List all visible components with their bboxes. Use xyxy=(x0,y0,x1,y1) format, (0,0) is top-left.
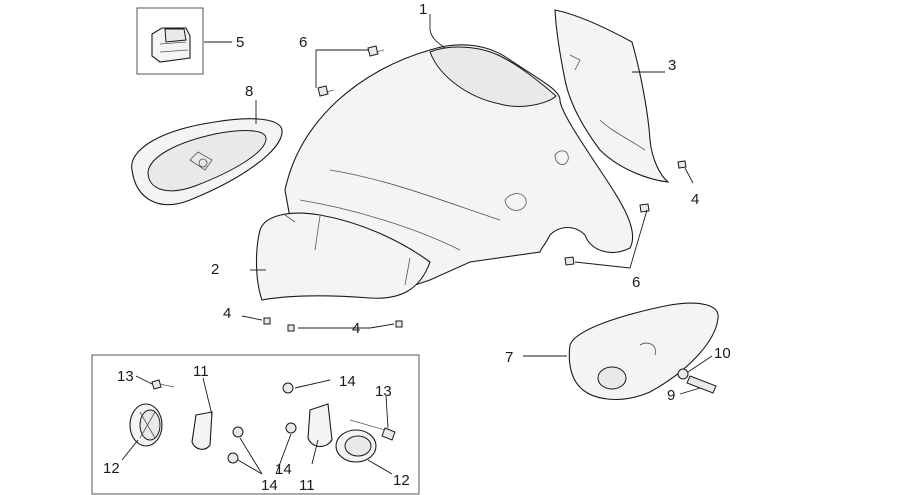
callout-4-right: 4 xyxy=(691,191,699,208)
callout-12-right: 12 xyxy=(393,472,410,489)
horn-assembly-box xyxy=(91,354,420,495)
callout-4-left: 4 xyxy=(223,305,231,322)
callout-2: 2 xyxy=(211,261,219,278)
callout-10: 10 xyxy=(714,345,731,362)
part-2-lower-cover xyxy=(255,212,431,301)
part-8-housing xyxy=(131,118,283,206)
callout-3: 3 xyxy=(668,57,676,74)
callout-9: 9 xyxy=(667,387,675,404)
callout-11-left: 11 xyxy=(193,363,209,380)
callout-14-top: 14 xyxy=(339,373,356,390)
callout-6-top: 6 xyxy=(299,34,307,51)
callout-1: 1 xyxy=(419,1,427,18)
callout-11-right: 11 xyxy=(299,477,315,494)
callout-7: 7 xyxy=(505,349,513,366)
callout-13-left: 13 xyxy=(117,368,134,385)
callout-13-right: 13 xyxy=(375,383,392,400)
screws xyxy=(263,45,717,394)
part-5-clip xyxy=(136,7,204,75)
part-3-side-panel xyxy=(554,9,670,183)
callout-8: 8 xyxy=(245,83,253,100)
callout-14-bottom-left: 14 xyxy=(261,477,278,494)
callout-labels: 1 2 3 4 4 4 5 6 6 7 8 9 10 11 11 12 12 1… xyxy=(103,1,731,494)
callout-12-left: 12 xyxy=(103,460,120,477)
part-7-rear-cover xyxy=(568,302,719,401)
callout-5: 5 xyxy=(236,34,244,51)
callout-4-center: 4 xyxy=(352,320,360,337)
part-1-front-shield xyxy=(284,44,634,286)
leader-lines xyxy=(121,14,713,475)
callout-6-bottom: 6 xyxy=(632,274,640,291)
callout-14-bottom-right: 14 xyxy=(275,461,292,478)
